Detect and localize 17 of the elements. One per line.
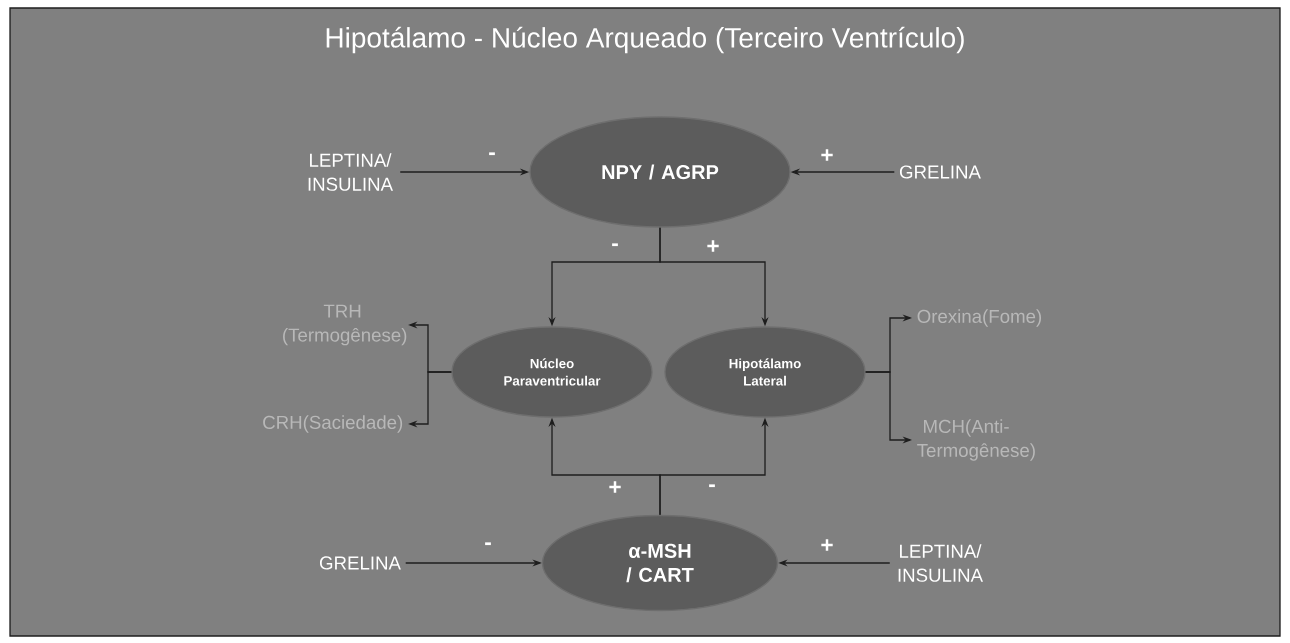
output-label: CRH(Saciedade) (263, 415, 403, 433)
output-label: MCH(Anti- Termogênese) (917, 419, 1035, 461)
edge-label: - (486, 151, 498, 161)
output-label: Orexina(Fome) (917, 309, 1042, 327)
edge-label: - (609, 242, 621, 252)
signal-label: LEPTINA/ INSULINA (308, 153, 393, 191)
edge-label: + (607, 480, 623, 496)
signal-label: LEPTINA/ INSULINA (898, 544, 983, 582)
title: Hipotálamo - Núcleo Arqueado (Terceiro Ventrículo) (326, 26, 964, 54)
edge-label: - (706, 483, 718, 493)
signal-label: GRELINA (320, 556, 401, 570)
edge-label: + (819, 538, 835, 554)
edge-label: + (819, 148, 835, 164)
signal-label: GRELINA (899, 165, 981, 179)
edge-label: - (482, 541, 494, 551)
edge-label: + (705, 239, 721, 255)
output-label: TRH (Termogênese) (283, 304, 407, 346)
